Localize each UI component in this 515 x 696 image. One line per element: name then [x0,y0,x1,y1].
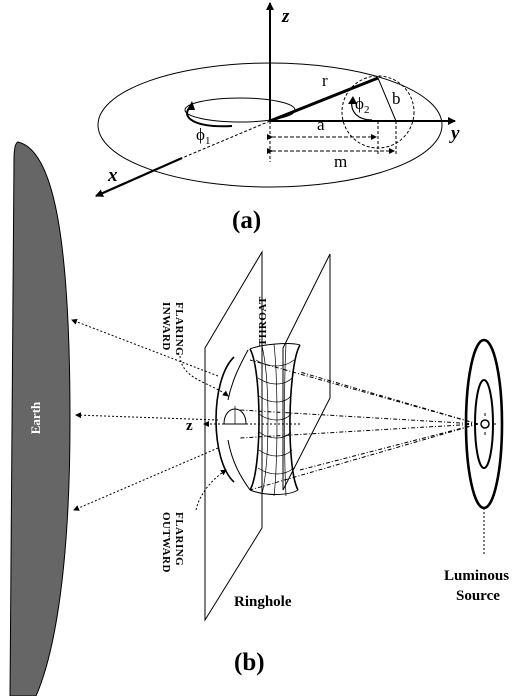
x-axis-hidden [181,120,271,159]
z-axis-label: z [281,6,290,27]
a-label: a [317,115,325,134]
earth-shape [9,141,71,696]
rays-from-source [239,359,479,491]
flaring-inward-pointer [179,355,229,397]
luminous-source-label-1: Luminous [444,568,509,584]
throat-body [249,343,301,497]
phi1-arrowhead [187,101,195,110]
phi1-arc [186,106,233,128]
flaring-inward-label-2: INWARD [160,302,172,351]
r-label: r [322,71,328,90]
panel-a: z y x r ϕ1 b ϕ2 a m (a) [95,2,460,234]
flaring-outward-pointer [195,469,227,511]
r-vector [269,76,379,123]
source-star-icon [480,419,490,429]
x-axis-label: x [107,165,118,186]
panel-b: Earth [9,141,509,696]
phi2-arrowhead [348,96,357,104]
flaring-outward-label-2: OUTWARD [160,512,172,573]
ringhole-label: Ringhole [234,594,292,610]
b-line [377,77,397,122]
ringhole-z-label: z [186,418,193,434]
right-plane [282,253,331,491]
y-axis-label: y [449,123,460,144]
throat-label: THROAT [257,296,269,346]
b-label: b [392,89,401,108]
inner-ellipse [184,97,296,123]
flaring-inner-arc-bottom [227,439,251,491]
earth-label: Earth [28,401,43,434]
flaring-outward-label-1: FLARING [173,512,185,566]
panel-b-caption: (b) [234,649,265,676]
left-plane [204,250,263,622]
luminous-source-label-2: Source [456,588,500,604]
flaring-inner-arc-top [227,349,249,401]
phi2-label: ϕ2 [355,94,369,116]
x-axis-line [95,156,183,198]
flaring-inward-label-1: FLARING [173,302,185,356]
phi1-label: ϕ1 [196,125,210,147]
source-star-rays [474,413,496,435]
rays-to-earth [71,318,219,511]
m-label: m [334,152,347,171]
panel-a-caption: (a) [232,207,261,234]
